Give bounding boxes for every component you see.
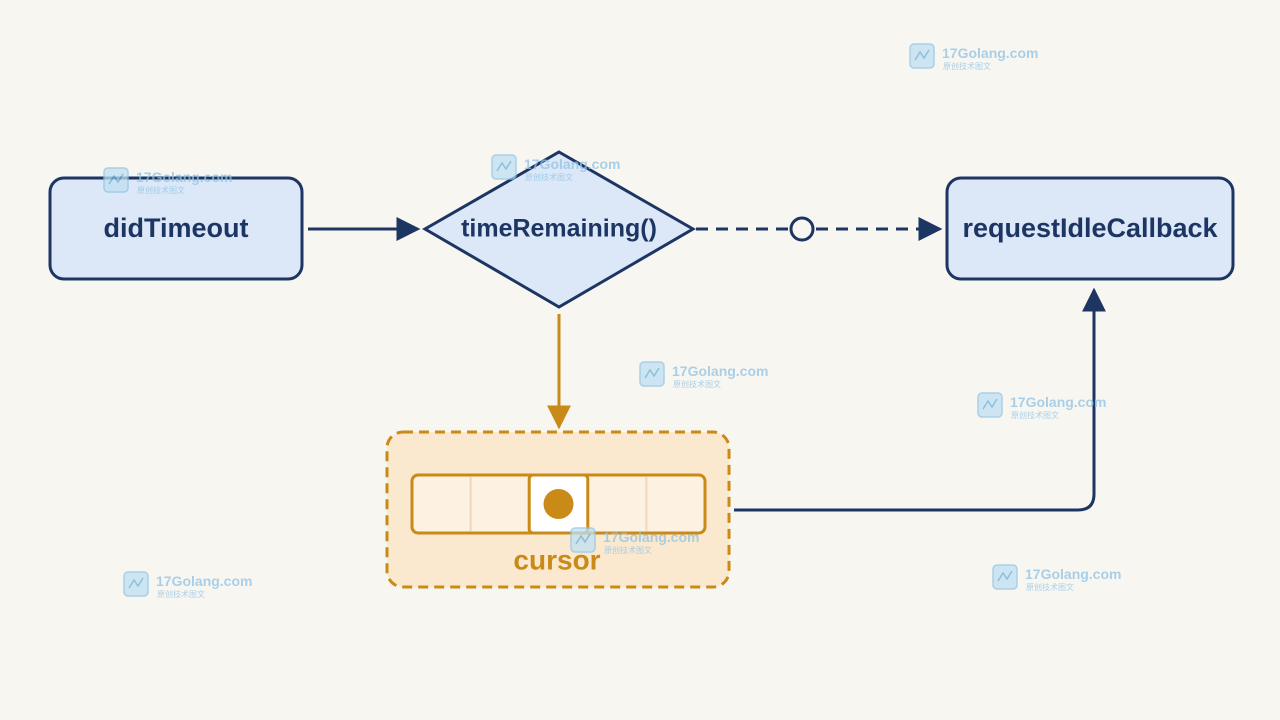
watermark-text: 17Golang.com bbox=[156, 573, 252, 589]
watermark-text: 17Golang.com bbox=[672, 363, 768, 379]
watermark-subtext: 原创技术图文 bbox=[943, 61, 991, 71]
watermark-layer: 17Golang.com原创技术图文17Golang.com原创技术图文17Go… bbox=[103, 43, 1121, 599]
watermark-subtext: 原创技术图文 bbox=[1026, 582, 1074, 592]
watermark-subtext: 原创技术图文 bbox=[673, 379, 721, 389]
watermark-text: 17Golang.com bbox=[1025, 566, 1121, 582]
watermark-subtext: 原创技术图文 bbox=[157, 589, 205, 599]
node-cursor: cursor bbox=[385, 430, 731, 589]
node-didtimeout: didTimeout bbox=[48, 176, 304, 281]
watermark-text: 17Golang.com bbox=[524, 156, 620, 172]
edge-open-circle-marker bbox=[789, 216, 815, 242]
watermark-subtext: 原创技术图文 bbox=[604, 545, 652, 555]
watermark-subtext: 原创技术图文 bbox=[1011, 410, 1059, 420]
edge-cursor-to-requestidlecallback bbox=[734, 287, 1106, 512]
watermark-subtext: 原创技术图文 bbox=[137, 185, 185, 195]
node-requestidlecallback-label: requestIdleCallback bbox=[962, 213, 1218, 243]
watermark-text: 17Golang.com bbox=[136, 169, 232, 185]
cursor-buffer bbox=[410, 473, 707, 535]
node-requestidlecallback: requestIdleCallback bbox=[945, 176, 1235, 281]
watermark-text: 17Golang.com bbox=[942, 45, 1038, 61]
node-didtimeout-label: didTimeout bbox=[104, 213, 249, 243]
watermark-subtext: 原创技术图文 bbox=[525, 172, 573, 182]
watermark-text: 17Golang.com bbox=[1010, 394, 1106, 410]
cursor-position-dot bbox=[543, 489, 574, 519]
node-timeremaining-label: timeRemaining() bbox=[461, 215, 657, 243]
watermark-text: 17Golang.com bbox=[603, 529, 699, 545]
node-timeremaining: timeRemaining() bbox=[422, 150, 696, 309]
